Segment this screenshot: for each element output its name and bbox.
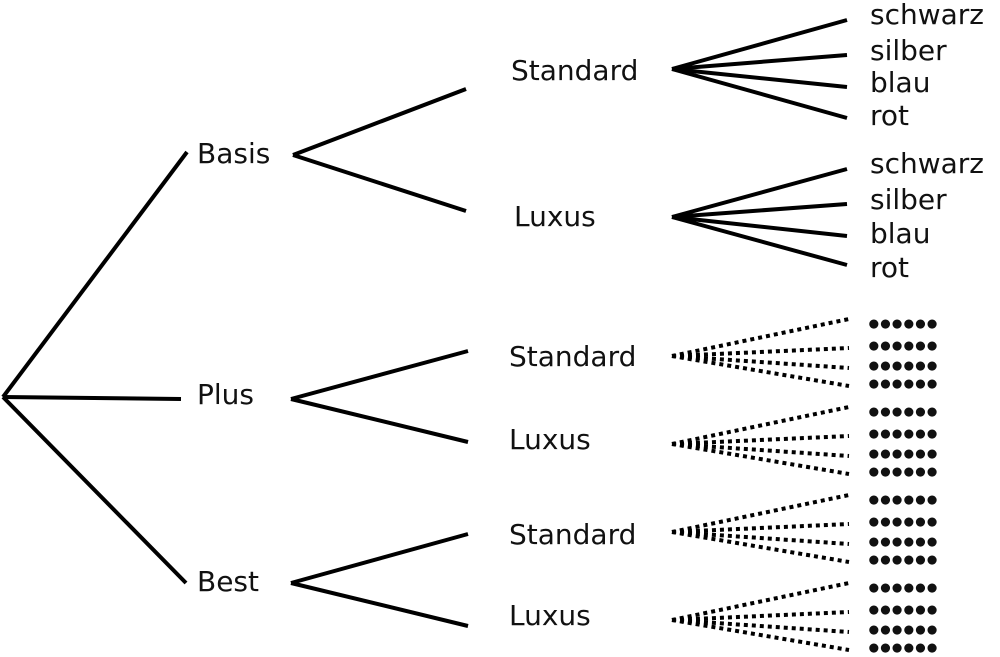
edge-leaf-rot <box>671 67 848 120</box>
node-plus: Plus <box>197 378 254 411</box>
edge-leaf-placeholder <box>671 618 850 634</box>
edge-leaf-placeholder <box>671 442 850 458</box>
tree-labels: BasisStandardschwarzsilberblaurotLuxussc… <box>197 0 984 657</box>
leaf-placeholder: •••••• <box>866 421 937 451</box>
edge-basis-standard <box>292 87 467 157</box>
edge-leaf-placeholder <box>671 522 850 534</box>
edge-leaf-blau <box>671 67 848 89</box>
leaf-placeholder: •••••• <box>866 399 937 429</box>
leaf-blau: blau <box>870 66 930 99</box>
edge-leaf-placeholder <box>671 493 850 534</box>
leaf-placeholder: •••••• <box>866 487 937 517</box>
leaf-placeholder: •••••• <box>866 333 937 363</box>
edge-leaf-blau <box>671 215 848 238</box>
leaf-rot: rot <box>870 99 909 132</box>
leaf-placeholder: •••••• <box>866 529 937 559</box>
leaf-rot: rot <box>870 251 909 284</box>
leaf-placeholder: •••••• <box>866 353 937 383</box>
leaf-placeholder: •••••• <box>866 311 937 341</box>
leaf-blau: blau <box>870 217 930 250</box>
edge-leaf-placeholder <box>671 346 850 358</box>
edge-best-luxus <box>290 581 469 628</box>
node-plus-standard: Standard <box>509 340 636 373</box>
edge-leaf-placeholder <box>671 354 850 370</box>
edge-leaf-placeholder <box>671 442 850 476</box>
node-best-luxus: Luxus <box>509 599 591 632</box>
leaf-placeholder: •••••• <box>866 371 937 401</box>
node-basis-luxus: Luxus <box>514 200 596 233</box>
leaf-placeholder: •••••• <box>866 441 937 471</box>
leaf-placeholder: •••••• <box>866 597 937 627</box>
edge-plus-standard <box>290 349 469 401</box>
edge-leaf-placeholder <box>671 530 850 564</box>
edge-leaf-placeholder <box>671 354 850 388</box>
leaf-placeholder: •••••• <box>866 459 937 489</box>
leaf-placeholder: •••••• <box>866 575 937 605</box>
leaf-placeholder: •••••• <box>866 617 937 647</box>
leaf-placeholder: •••••• <box>866 547 937 577</box>
node-basis: Basis <box>197 137 270 170</box>
leaf-schwarz: schwarz <box>870 0 984 31</box>
node-plus-luxus: Luxus <box>509 423 591 456</box>
edge-leaf-silber <box>671 202 848 219</box>
leaf-placeholder: •••••• <box>866 635 937 657</box>
edge-leaf-rot <box>671 215 848 267</box>
leaf-schwarz: schwarz <box>870 147 984 180</box>
edge-root-plus <box>2 395 182 401</box>
edge-leaf-placeholder <box>671 317 850 358</box>
edge-root-basis <box>1 150 189 399</box>
edge-leaf-placeholder <box>671 530 850 546</box>
edge-leaf-silber <box>671 53 848 71</box>
edge-best-standard <box>290 532 469 585</box>
edge-leaf-placeholder <box>671 581 850 622</box>
edge-leaf-schwarz <box>671 167 848 219</box>
leaf-silber: silber <box>870 183 947 216</box>
leaf-silber: silber <box>870 34 947 67</box>
edge-leaf-placeholder <box>671 610 850 622</box>
node-best-standard: Standard <box>509 518 636 551</box>
edge-leaf-placeholder <box>671 434 850 446</box>
edge-leaf-placeholder <box>671 405 850 446</box>
node-basis-standard: Standard <box>511 54 638 87</box>
leaf-placeholder: •••••• <box>866 509 937 539</box>
edge-root-best <box>1 395 188 585</box>
edge-leaf-placeholder <box>671 618 850 652</box>
edge-basis-luxus <box>292 153 467 213</box>
node-best: Best <box>197 565 259 598</box>
tree-edges <box>1 18 850 652</box>
edge-plus-luxus <box>290 397 469 444</box>
edge-leaf-schwarz <box>671 18 848 71</box>
